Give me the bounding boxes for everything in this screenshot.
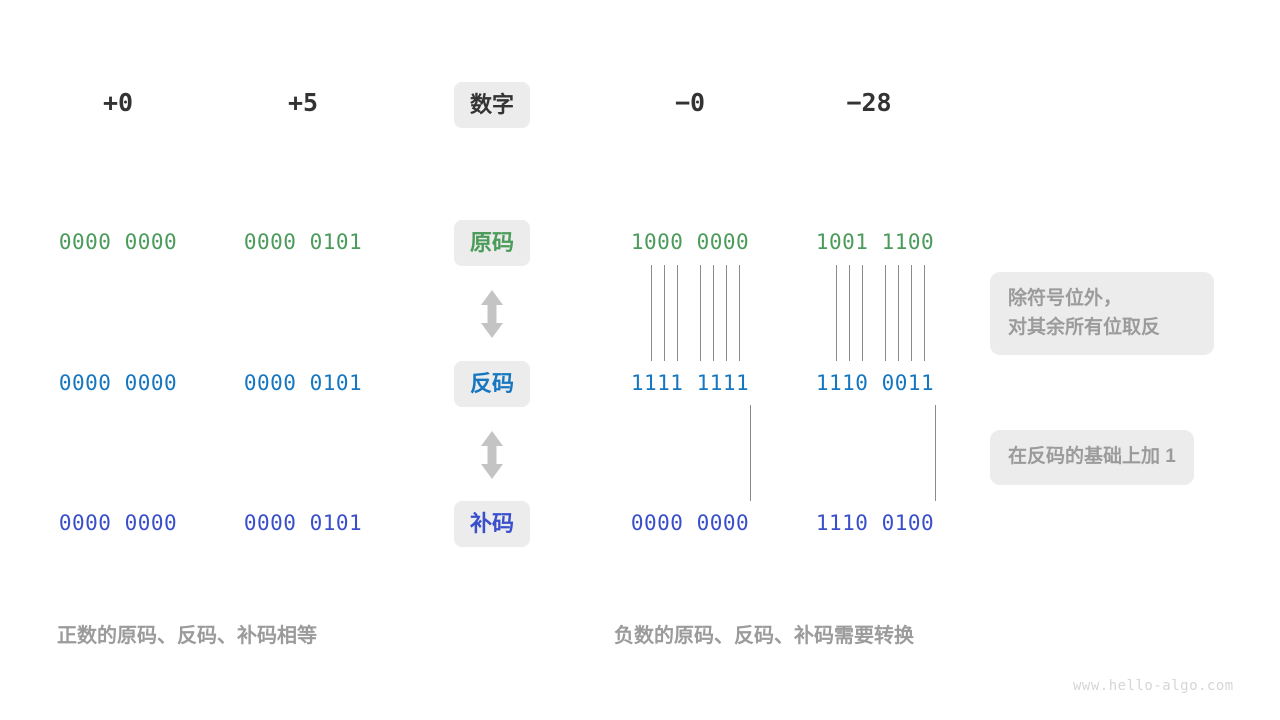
value-ones-complement-pos-zero: 0000 0000 [58,371,178,395]
value-sign-magnitude-pos-zero: 0000 0000 [58,230,178,254]
column-header-neg-28: −28 [846,88,892,117]
value-twos-complement-pos-five: 0000 0101 [243,511,363,535]
connector-line [898,265,899,361]
watermark: www.hello-algo.com [1073,678,1234,694]
double-arrow-icon-ones-to-twos [478,430,506,485]
row-label-number: 数字 [453,82,531,128]
double-arrow-icon-sign-to-ones [478,289,506,344]
value-sign-magnitude-neg-28: 1001 1100 [815,230,935,254]
column-header-pos-five: +5 [287,88,319,117]
value-twos-complement-pos-zero: 0000 0000 [58,511,178,535]
column-header-neg-zero: −0 [674,88,706,117]
row-label-twos-complement: 补码 [453,501,531,547]
connector-line [935,405,936,501]
connector-line [739,265,740,361]
connector-line [700,265,701,361]
note-invert-bits: 除符号位外， 对其余所有位取反 [990,272,1214,355]
note-add-one: 在反码的基础上加 1 [990,430,1194,485]
value-twos-complement-neg-zero: 0000 0000 [630,511,750,535]
column-header-pos-zero: +0 [102,88,134,117]
row-label-sign-magnitude: 原码 [453,220,531,266]
caption-positive-numbers: 正数的原码、反码、补码相等 [57,625,317,647]
connector-line [911,265,912,361]
connector-line [713,265,714,361]
row-label-ones-complement: 反码 [453,361,531,407]
value-sign-magnitude-neg-zero: 1000 0000 [630,230,750,254]
value-twos-complement-neg-28: 1110 0100 [815,511,935,535]
connector-line [885,265,886,361]
connector-line [836,265,837,361]
connector-line [849,265,850,361]
connector-line [862,265,863,361]
connector-line [651,265,652,361]
value-ones-complement-neg-28: 1110 0011 [815,371,935,395]
value-sign-magnitude-pos-five: 0000 0101 [243,230,363,254]
connector-line [750,405,751,501]
connector-line [664,265,665,361]
connector-line [726,265,727,361]
caption-negative-numbers: 负数的原码、反码、补码需要转换 [614,625,914,647]
connector-line [924,265,925,361]
value-ones-complement-pos-five: 0000 0101 [243,371,363,395]
value-ones-complement-neg-zero: 1111 1111 [630,371,750,395]
connector-line [677,265,678,361]
